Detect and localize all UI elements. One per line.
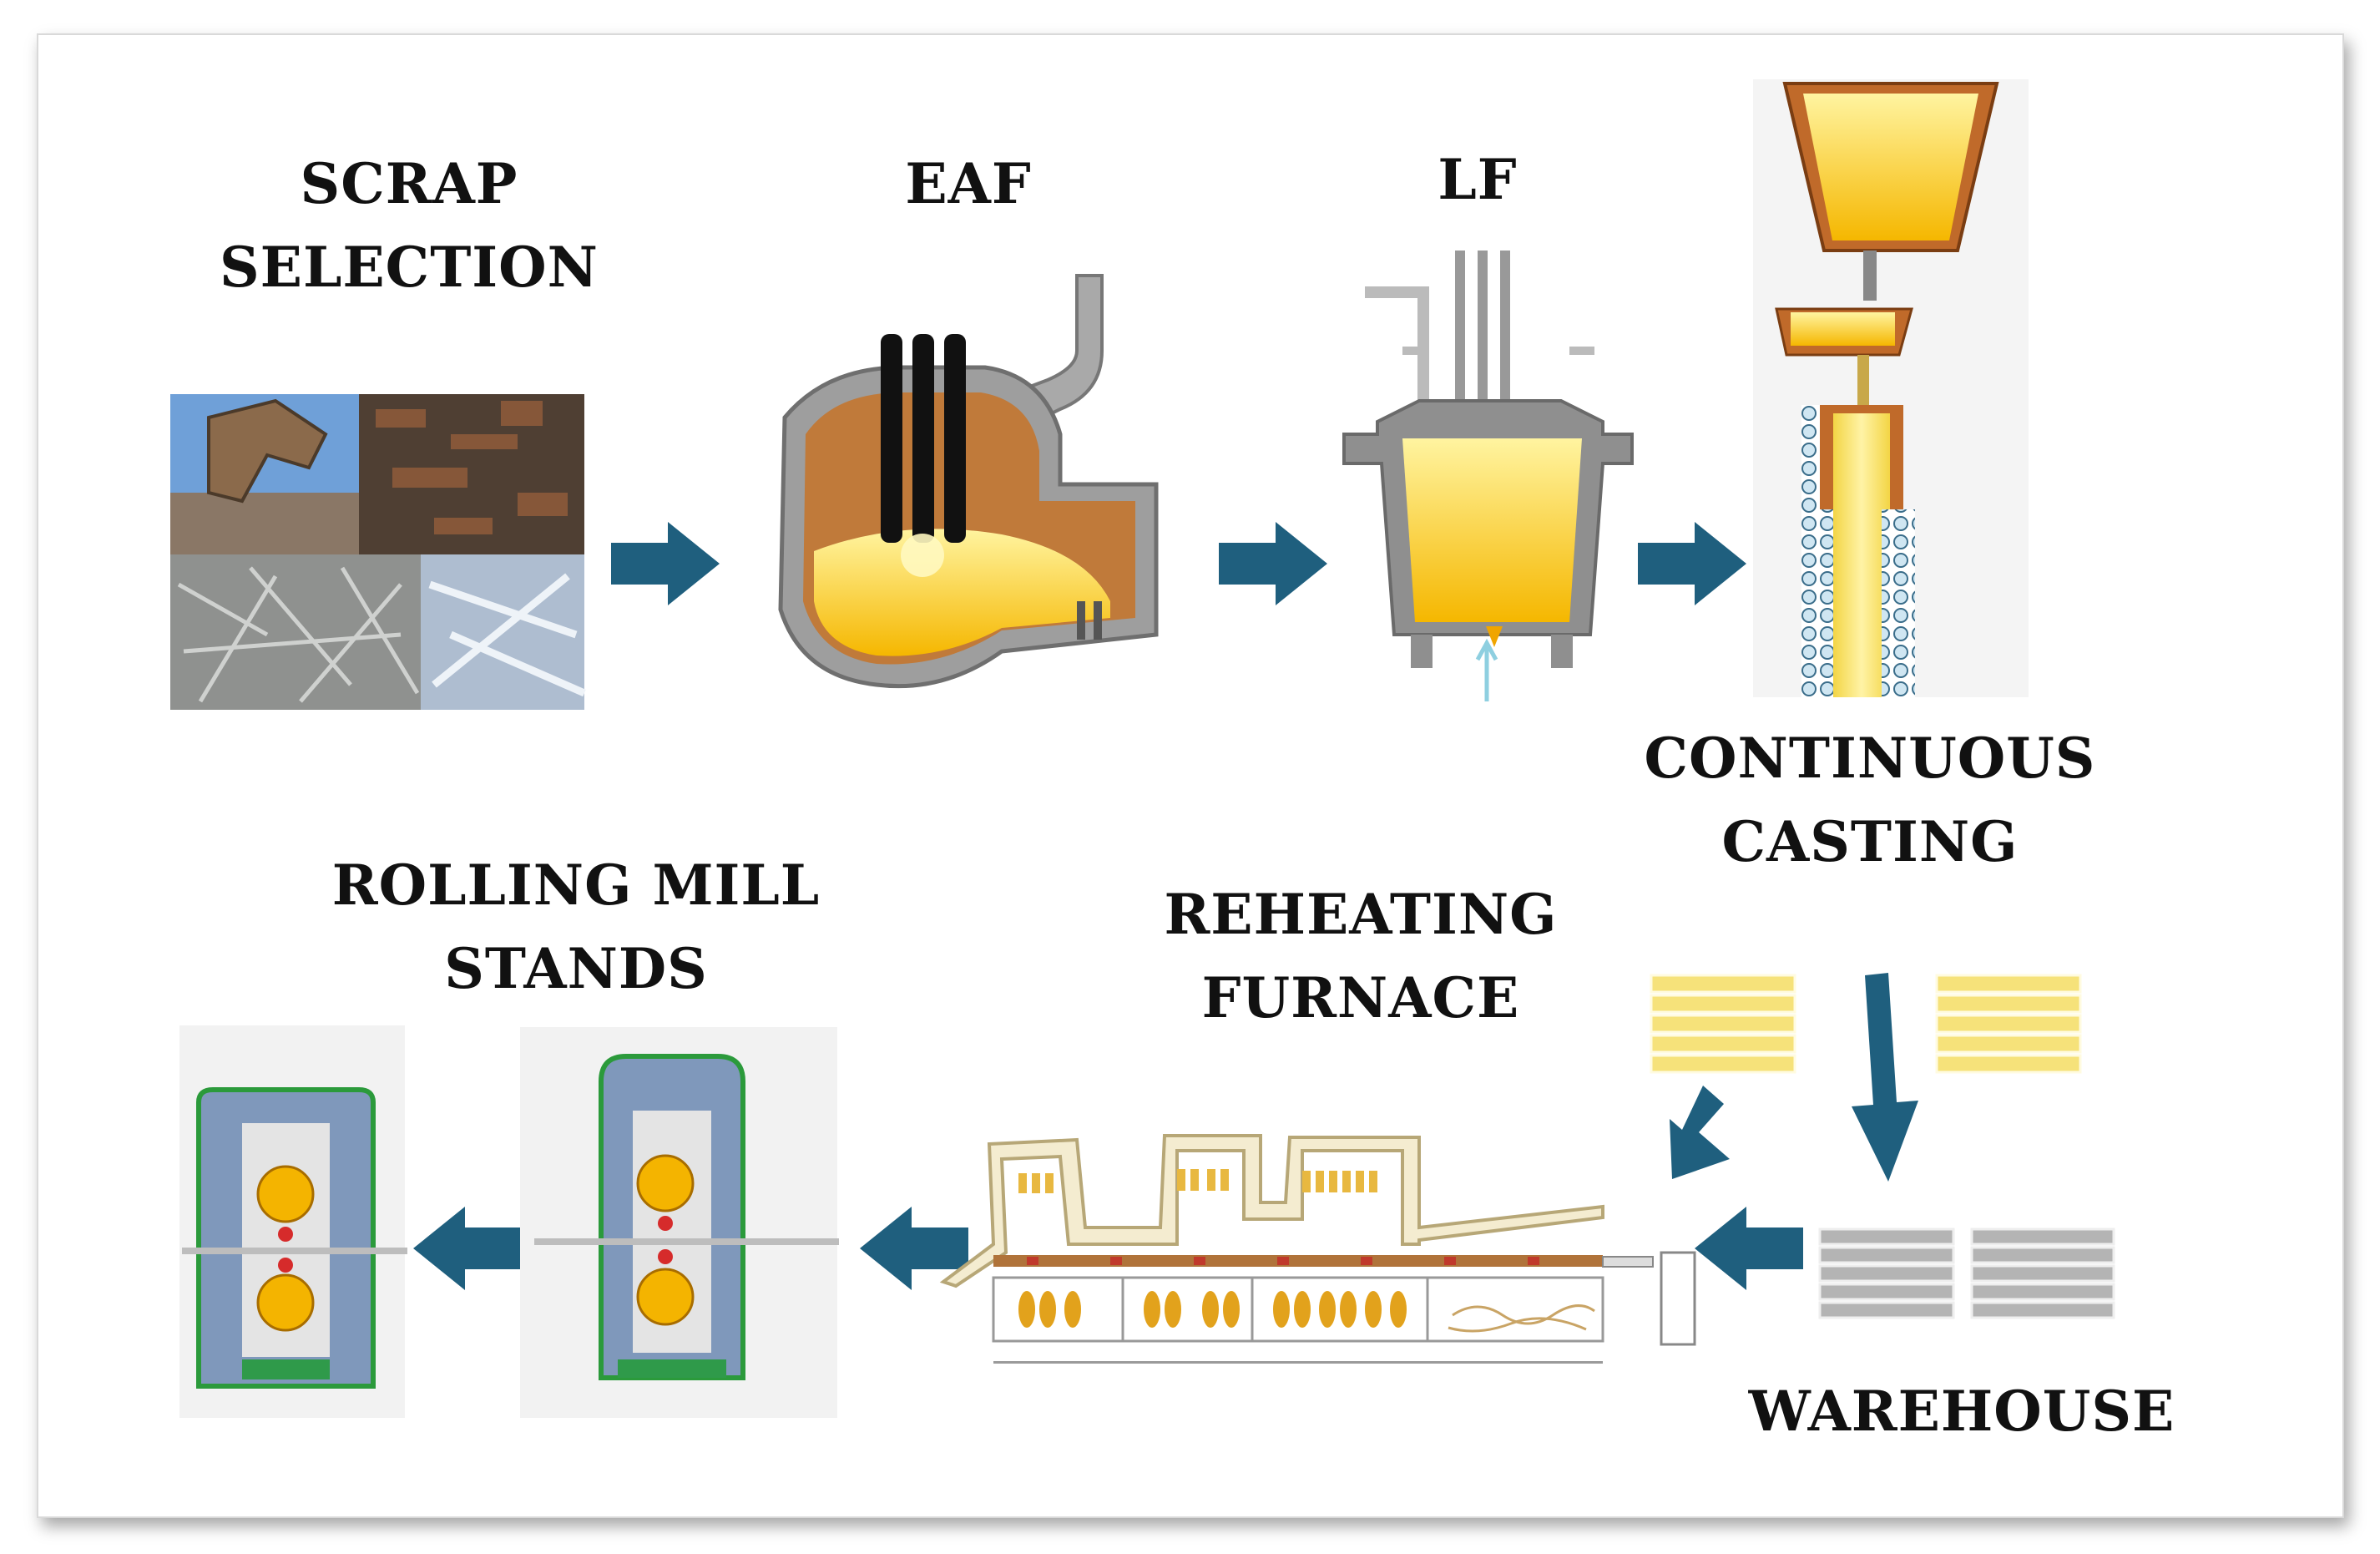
label-continuous-casting: CONTINUOUS CASTING: [1611, 716, 2129, 883]
arrow-billets-to-furnace: [1670, 1086, 1730, 1179]
label-rm-line2: STANDS: [444, 936, 708, 1001]
arrow-lf-to-cc: [1638, 522, 1746, 605]
arrow-cc-to-warehouse: [1852, 973, 1918, 1182]
arrow-mill-to-mill: [413, 1207, 522, 1290]
label-cc-line2: CASTING: [1721, 809, 2019, 874]
continuous-caster: [1753, 79, 2029, 697]
label-scrap-line2: SELECTION: [219, 235, 599, 300]
label-rolling-mill-stands: ROLLING MILL STANDS: [317, 843, 835, 1010]
label-rf-line1: REHEATING: [1164, 882, 1558, 947]
label-cc-line1: CONTINUOUS: [1644, 726, 2096, 791]
arrow-warehouse-to-furnace: [1695, 1207, 1803, 1290]
label-lf: LF: [1438, 147, 1518, 212]
arrow-furnace-to-mill: [860, 1207, 968, 1290]
arrow-eaf-to-lf: [1219, 522, 1327, 605]
flow-arrows: [413, 522, 1918, 1290]
warehouse-billets: [1818, 1228, 2115, 1319]
label-warehouse: WAREHOUSE: [1748, 1379, 2175, 1444]
cast-billets: [1650, 974, 2082, 1074]
eaf-furnace: [778, 274, 1159, 689]
arrow-scrap-to-eaf: [611, 522, 720, 605]
scrap-photo-collage: [170, 394, 586, 710]
ladle-furnace: [1342, 251, 1634, 701]
label-rf-line2: FURNACE: [1201, 965, 1520, 1030]
label-reheating-furnace: REHEATING FURNACE: [1135, 873, 1586, 1040]
label-scrap-selection: SCRAP SELECTION: [192, 142, 626, 309]
reheating-furnace: [939, 1134, 1696, 1364]
label-rm-line1: ROLLING MILL: [331, 853, 821, 918]
label-eaf: EAF: [905, 151, 1032, 216]
rolling-mill-stand-1: [179, 1025, 407, 1418]
rolling-mill-stand-2: [520, 1027, 839, 1418]
label-scrap-line1: SCRAP: [300, 151, 518, 216]
